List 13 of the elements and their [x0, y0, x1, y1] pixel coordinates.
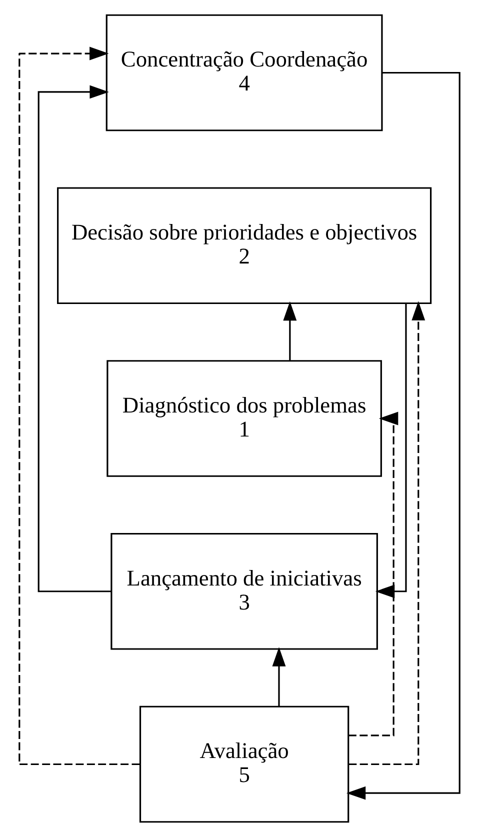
node-box: Concentração Coordenação 4: [106, 14, 383, 132]
node-box: Diagnóstico dos problemas 1: [106, 360, 382, 477]
arrow: [283, 301, 297, 360]
node-box: Decisão sobre prioridades e objectivos 2: [57, 187, 432, 304]
arrow: [346, 72, 460, 800]
arrow: [348, 301, 426, 766]
arrow: [348, 412, 398, 736]
arrow: [18, 46, 140, 766]
arrow: [38, 85, 112, 592]
arrow: [272, 647, 286, 706]
node-box: Avaliação 5: [139, 706, 350, 823]
arrow: [375, 304, 407, 598]
node-box: Lançamento de iniciativas 3: [110, 532, 378, 650]
